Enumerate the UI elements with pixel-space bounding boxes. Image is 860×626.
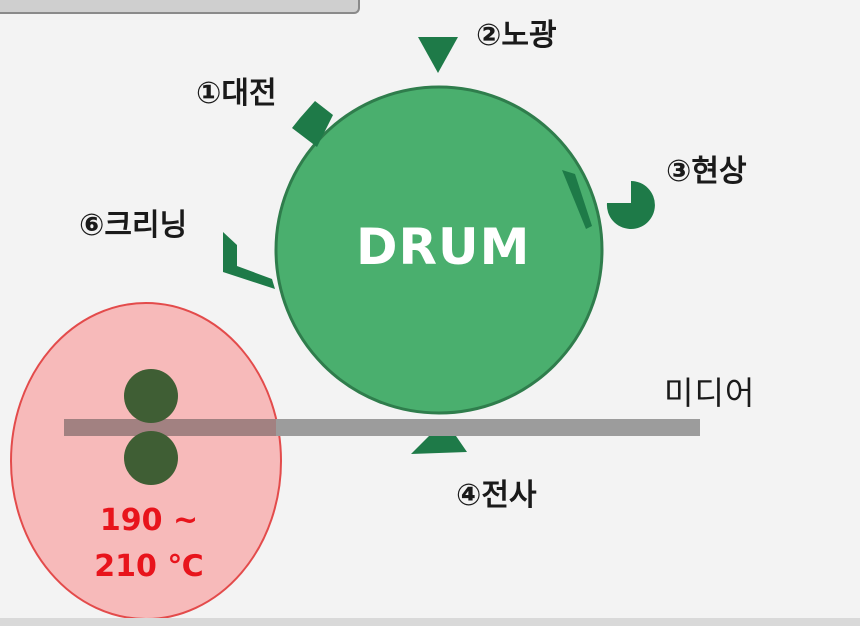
fuser-temp-label: 190 ~ 210 ℃ [64, 498, 234, 590]
fuser-temp-range-end: 210 ℃ [94, 549, 204, 584]
developing-step-label: ③현상 [666, 154, 747, 189]
bottom-edge [0, 618, 860, 626]
exposure-marker [418, 37, 458, 73]
fuser-temp-range-start: 190 ~ [99, 503, 199, 538]
cleaning-blade [223, 232, 275, 289]
charging-step-label: ①대전 [196, 76, 277, 111]
developing-roller [606, 181, 655, 229]
top-toolbar-edge [0, 0, 360, 14]
exposure-step-label: ②노광 [476, 18, 557, 53]
media-bar-in-fuser [64, 419, 276, 436]
fuser-lower-roller [124, 431, 178, 485]
charging-marker [292, 101, 333, 147]
transfer-roller [411, 436, 467, 454]
media-label: 미디어 [664, 374, 756, 412]
drum-label: DRUM [356, 218, 531, 276]
cleaning-step-label: ⑥크리닝 [79, 208, 188, 243]
fuser-upper-roller [124, 369, 178, 423]
transfer-step-label: ④전사 [456, 478, 537, 513]
developing-blade [562, 170, 592, 229]
drum-circle [274, 85, 604, 415]
